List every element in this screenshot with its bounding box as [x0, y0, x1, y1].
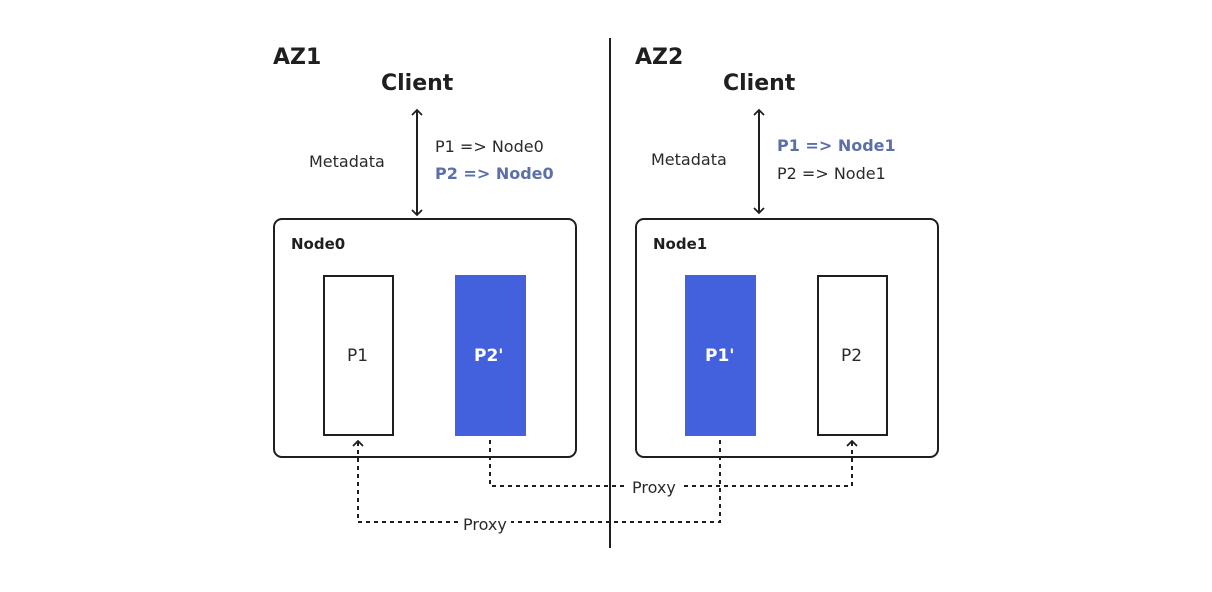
az2-mapping-p2: P2 => Node1 [777, 164, 886, 183]
node0-p2-replica-label: P2' [474, 346, 504, 366]
az1-mapping-p1: P1 => Node0 [435, 137, 544, 156]
node1-p2-label: P2 [841, 346, 863, 366]
az1-label: AZ1 [273, 45, 322, 70]
az1-client-label: Client [381, 71, 454, 96]
az2-mapping-p1: P1 => Node1 [777, 136, 896, 155]
node0-box [273, 218, 577, 458]
az1-mapping-p2: P2 => Node0 [435, 164, 554, 183]
node0-partition-p2-replica [455, 275, 526, 436]
node1-p1-replica-label: P1' [705, 346, 735, 366]
az2-metadata-label: Metadata [651, 150, 727, 169]
node0-partition-p1 [323, 275, 394, 436]
node0-p1-label: P1 [347, 346, 369, 366]
proxy-label-p1: Proxy [459, 517, 511, 533]
node1-box [635, 218, 939, 458]
node0-label: Node0 [291, 235, 346, 253]
az2-label: AZ2 [635, 45, 684, 70]
node1-partition-p2 [817, 275, 888, 436]
az1-metadata-label: Metadata [309, 152, 385, 171]
proxy-label-p2: Proxy [628, 480, 680, 496]
az2-client-label: Client [723, 71, 796, 96]
node1-partition-p1-replica [685, 275, 756, 436]
proxy-link-p1 [352, 439, 721, 523]
node1-label: Node1 [653, 235, 708, 253]
